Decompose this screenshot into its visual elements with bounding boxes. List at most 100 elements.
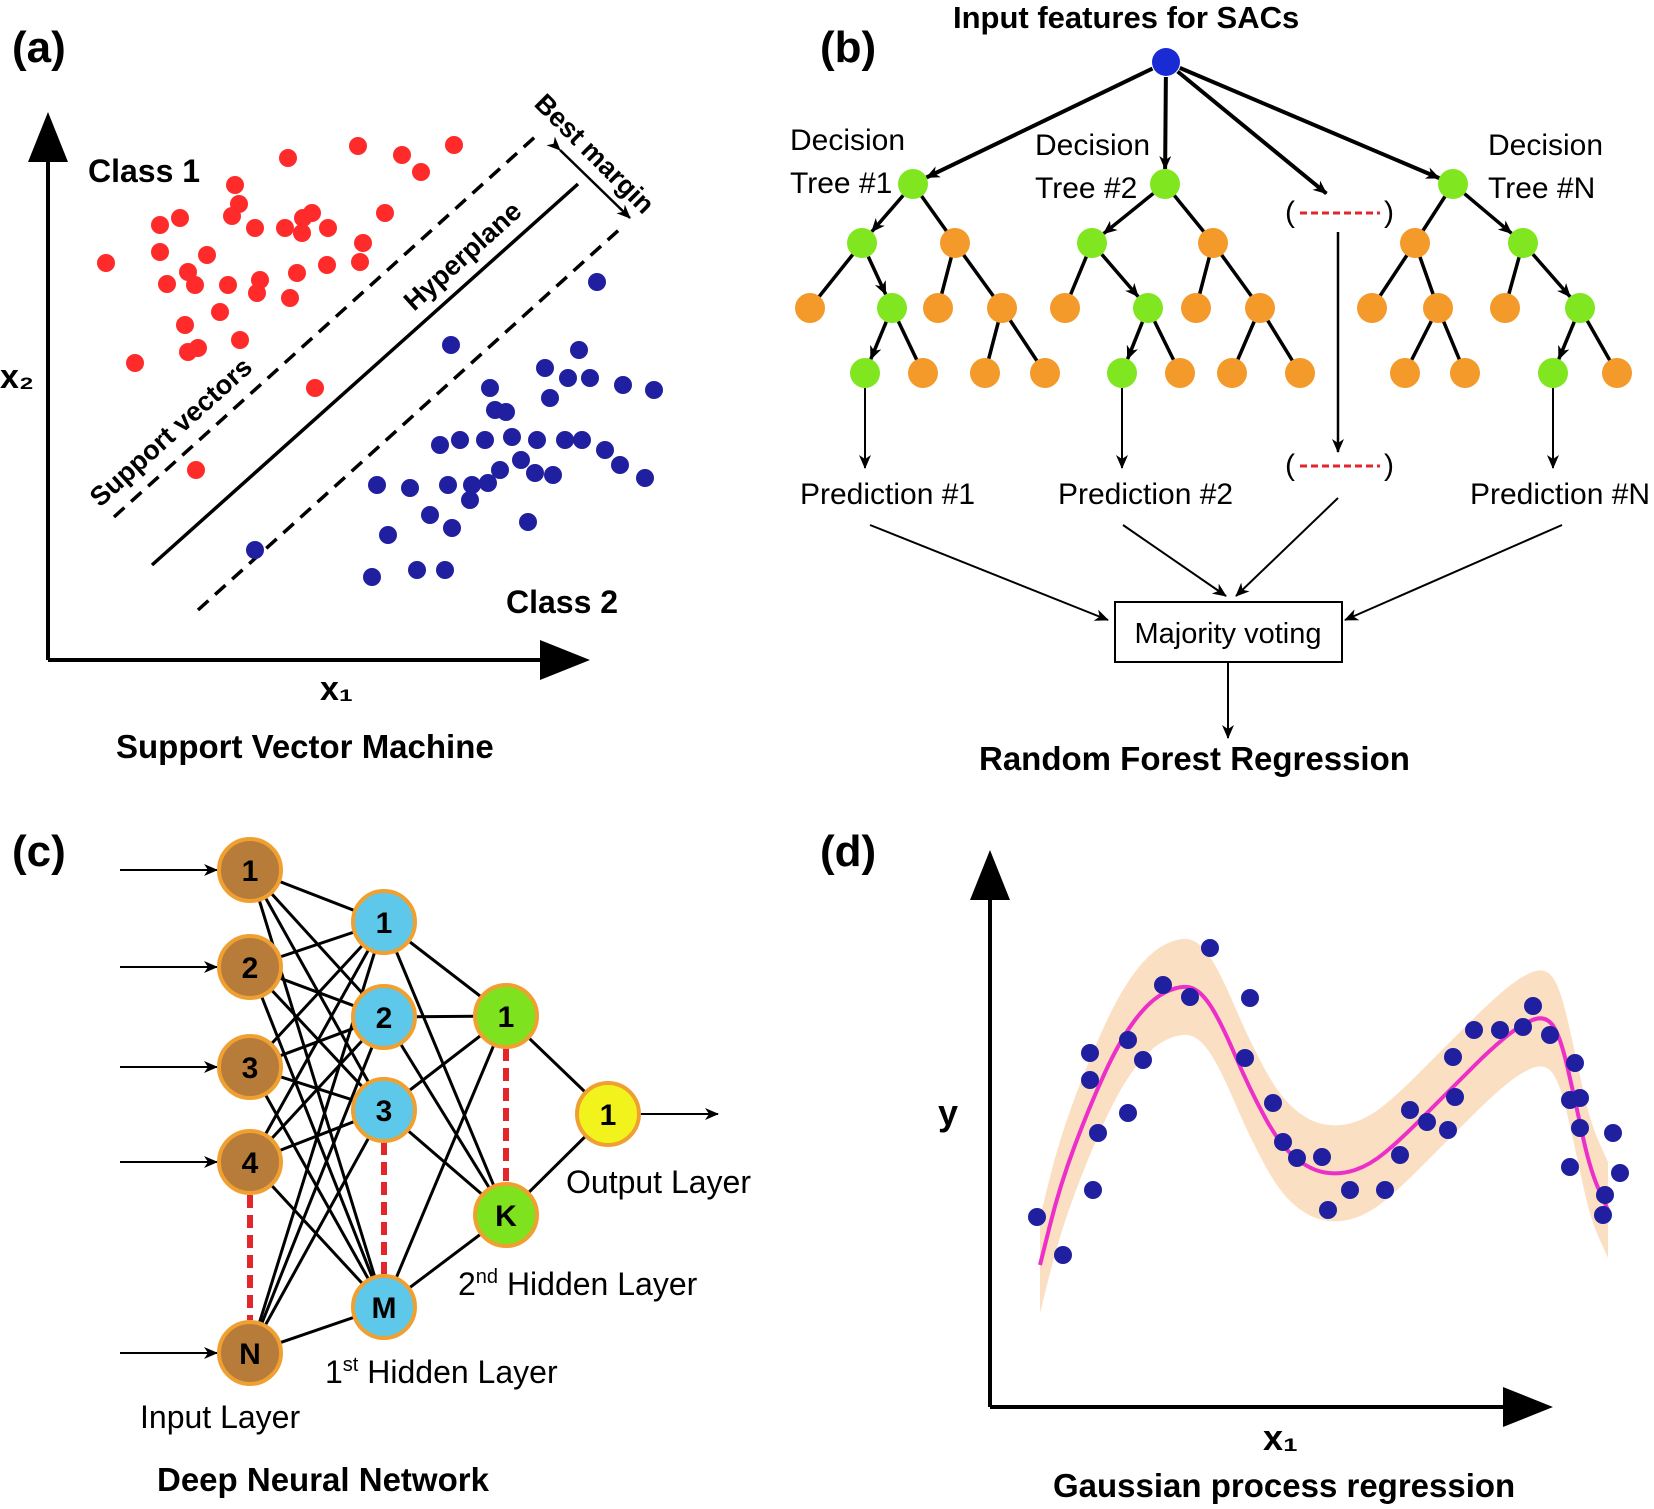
dnn-edge [248,1109,386,1354]
class2-point [519,513,537,531]
dnn-ellipsis-dashes [247,1048,509,1320]
class1-point [354,234,372,252]
gpr-data-point [1561,1158,1579,1176]
gpr-data-point [1401,1101,1419,1119]
hidden1-node-label: 3 [376,1095,393,1128]
best-margin-label: Best margin [529,88,661,220]
class2-point [246,541,264,559]
output-node-label: 1 [600,1099,617,1132]
class2-point [536,359,554,377]
svm-title: Support Vector Machine [116,728,494,765]
svm-y-axis-label: x₂ [0,358,34,396]
hidden2-node-label: K [495,1200,517,1233]
dnn-edge [382,1015,508,1308]
class2-point [379,526,397,544]
class2-point [645,381,663,399]
class2-point [486,401,504,419]
tree2-label-line2: Tree #2 [1035,172,1137,205]
rf-decision-node [1538,358,1568,388]
class2-point [442,336,460,354]
hidden1-layer-label: 1st Hidden Layer [325,1354,558,1390]
class2-point [421,506,439,524]
input-node [217,837,283,903]
class2-point [526,464,544,482]
rf-input-label: Input features for SACs [953,0,1299,35]
majority-voting-label: Majority voting [1135,618,1322,650]
class1-point [351,253,369,271]
class1-point [223,207,241,225]
class2-point [363,568,381,586]
svg-text:(: ( [1285,196,1295,229]
gpr-data-point [1274,1133,1292,1151]
class1-point [281,289,299,307]
class1-point [412,163,430,181]
dnn-title: Deep Neural Network [157,1461,490,1498]
class2-point [556,431,574,449]
gpr-data-point [1391,1146,1409,1164]
class2-point [436,561,454,579]
prediction-2-label: Prediction #2 [1058,478,1233,511]
class2-point [570,341,588,359]
output-node [575,1081,641,1147]
class2-point [439,476,457,494]
gpr-data-point [1376,1181,1394,1199]
svm-margin-line-1 [112,134,538,519]
class2-point [544,466,562,484]
rf-tree-edge [1463,192,1513,235]
gpr-data-point [1439,1121,1457,1139]
class2-point [461,491,479,509]
panel-b-random-forest: (b) Input features for SACs Decision Tre… [790,0,1650,777]
class2-point [503,428,521,446]
hidden2-node [473,1182,539,1248]
gpr-data-point [1154,976,1172,994]
rf-leaf-node [1490,293,1520,323]
class2-point [463,476,481,494]
gpr-data-point [1465,1021,1483,1039]
rf-tree-edge [869,321,888,361]
gpr-x-axis-label: x₁ [1263,1417,1298,1458]
class1-label: Class 1 [88,153,200,189]
rf-leaf-node [1390,358,1420,388]
class1-point [151,216,169,234]
rf-leaf-node [923,293,953,323]
class2-point [541,389,559,407]
gpr-data-point [1119,1104,1137,1122]
gpr-data-point [1201,939,1219,957]
class1-point [293,224,311,242]
gpr-data-point [1444,1048,1462,1066]
gpr-data-point [1594,1206,1612,1224]
gpr-y-arrow [970,850,1010,900]
rf-leaf-node [795,293,825,323]
gpr-data-points [1028,939,1629,1264]
class2-point [443,519,461,537]
gpr-data-point [1418,1113,1436,1131]
class1-point [198,246,216,264]
rf-decision-node [1077,228,1107,258]
rf-leaf-node [1245,293,1275,323]
class1-point [219,276,237,294]
gpr-data-point [1446,1088,1464,1106]
tree2-label-line1: Decision [1035,129,1150,162]
treeN-label-line1: Decision [1488,129,1603,162]
rf-tree-edge [866,255,888,296]
rf-decision-node [877,293,907,323]
gpr-title: Gaussian process regression [1053,1467,1515,1504]
gpr-data-point [1089,1124,1107,1142]
rf-leaf-node [987,293,1017,323]
class1-point [319,219,337,237]
class2-point [408,561,426,579]
rf-tree-edge [1125,321,1145,361]
gpr-data-point [1236,1049,1254,1067]
rf-decision-node [1107,358,1137,388]
class1-point [176,316,194,334]
hidden1-node [351,1274,417,1340]
gpr-data-point [1119,1031,1137,1049]
hidden1-node [351,984,417,1050]
gpr-data-point [1028,1208,1046,1226]
gpr-x-arrow [1503,1387,1553,1427]
class1-point [349,137,367,155]
svm-hyperplane-line [150,182,580,567]
gpr-data-point [1596,1186,1614,1204]
gpr-data-point [1341,1181,1359,1199]
treeN-label-line2: Tree #N [1488,172,1595,205]
